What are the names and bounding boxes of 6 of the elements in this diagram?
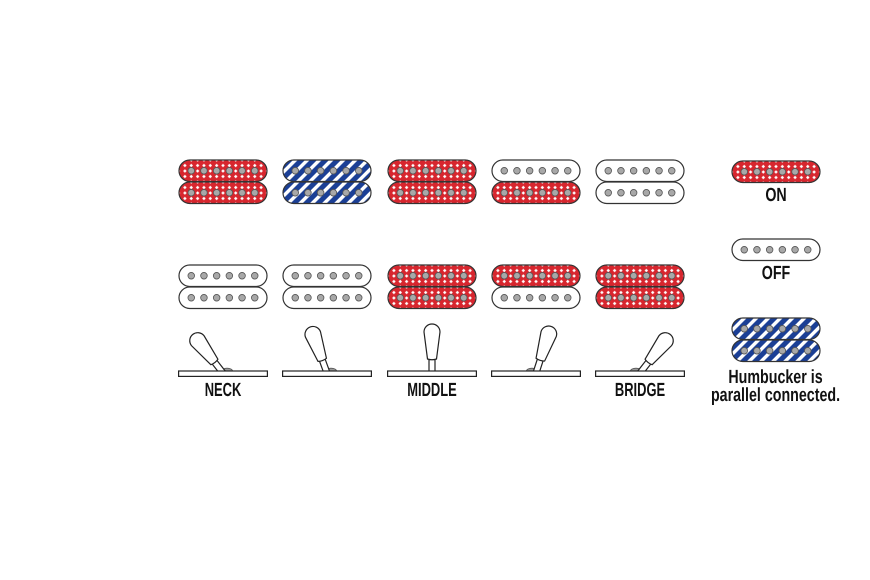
position-label: BRIDGE [615,380,666,400]
legend-label: OFF [761,264,790,284]
legend-label: Humbucker is parallel connected. [710,368,842,404]
position-label: MIDDLE [406,380,456,400]
position-label: NECK [204,380,242,400]
legend-label: ON [764,186,786,206]
